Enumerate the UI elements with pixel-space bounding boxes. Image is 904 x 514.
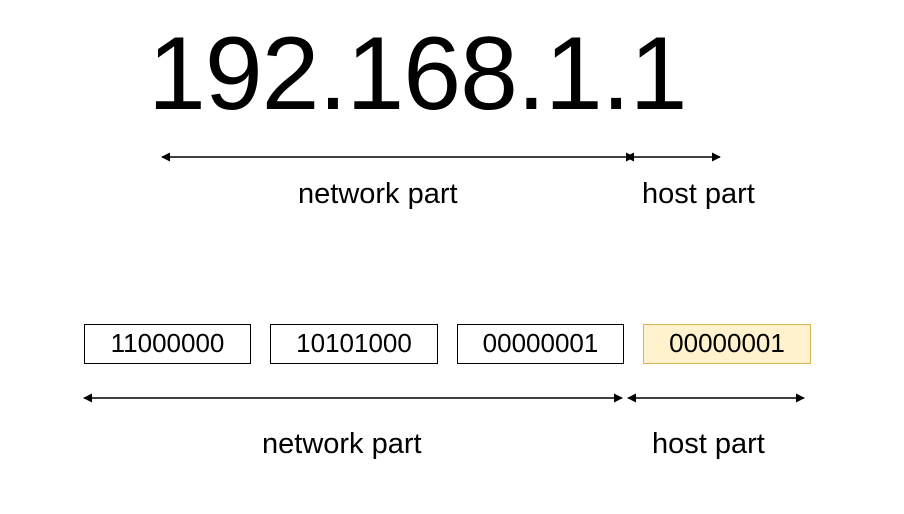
top-host-label: host part — [642, 178, 755, 210]
ip-address: 192.168.1.1 — [148, 16, 687, 132]
bottom-host-label: host part — [652, 428, 765, 460]
bottom-network-label: network part — [262, 428, 422, 460]
octet-box-1: 11000000 — [84, 324, 251, 364]
octet-box-4: 00000001 — [643, 324, 811, 364]
octet-box-3: 00000001 — [457, 324, 624, 364]
top-network-label: network part — [298, 178, 458, 210]
octet-box-2: 10101000 — [270, 324, 438, 364]
